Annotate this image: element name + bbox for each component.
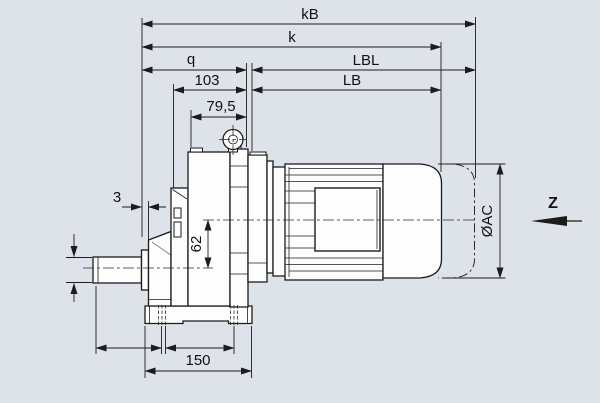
view-z-label: Z: [548, 195, 558, 212]
dimension-ac-diameter: ØAC: [479, 163, 504, 279]
dimension-62: 62: [188, 219, 212, 269]
dim-label-79-5: 79,5: [206, 98, 235, 115]
extended-variant-phantom: [438, 163, 475, 279]
dimension-lbl: LBL: [251, 52, 476, 74]
dim-label-3: 3: [113, 189, 121, 206]
housing-top-lug: [190, 147, 203, 153]
fan-cowl: [382, 163, 443, 279]
dimension-lb: LB: [251, 72, 442, 94]
output-bearing-boss: [147, 230, 172, 307]
dim-label-62: 62: [188, 236, 205, 253]
centerlines: [83, 125, 476, 269]
dimension-150: 150: [144, 352, 252, 375]
cooling-fins: [285, 168, 383, 272]
view-z-arrow-icon: [531, 216, 567, 226]
plug-tab-upper: [173, 207, 182, 219]
dimension-103: 103: [173, 72, 247, 94]
shaft-collar: [140, 249, 150, 291]
dim-label-q: q: [187, 51, 195, 68]
dim-label-lbl: LBL: [353, 52, 380, 69]
dim-label-kb: kB: [301, 6, 319, 23]
gearbox-flange: [229, 148, 249, 308]
dim-label-103: 103: [194, 72, 219, 89]
dim-label-150: 150: [185, 352, 210, 369]
motor-flange-ring: [266, 160, 274, 274]
dim-label-ac: ØAC: [479, 205, 496, 238]
foot-bolt-holes: [158, 305, 238, 325]
dimension-79-5: 79,5: [190, 98, 247, 121]
dimension-3: 3: [113, 189, 166, 211]
dimension-kb: kB: [141, 6, 476, 28]
plug-tab-lower: [173, 221, 182, 238]
terminal-box: [314, 187, 381, 252]
gearbox-housing: [187, 151, 231, 307]
gearbox-front-plate: [170, 187, 189, 307]
output-shaft: [92, 256, 143, 284]
view-direction-z: Z: [531, 195, 582, 226]
dim-label-lb: LB: [343, 72, 361, 89]
dimension-q: q: [141, 51, 247, 74]
mounting-foot: [144, 305, 253, 325]
adapter-top-lug: [249, 151, 267, 156]
dimension-k: k: [141, 29, 442, 51]
gearmotor-outline: [92, 128, 475, 325]
dim-label-k: k: [288, 29, 296, 46]
